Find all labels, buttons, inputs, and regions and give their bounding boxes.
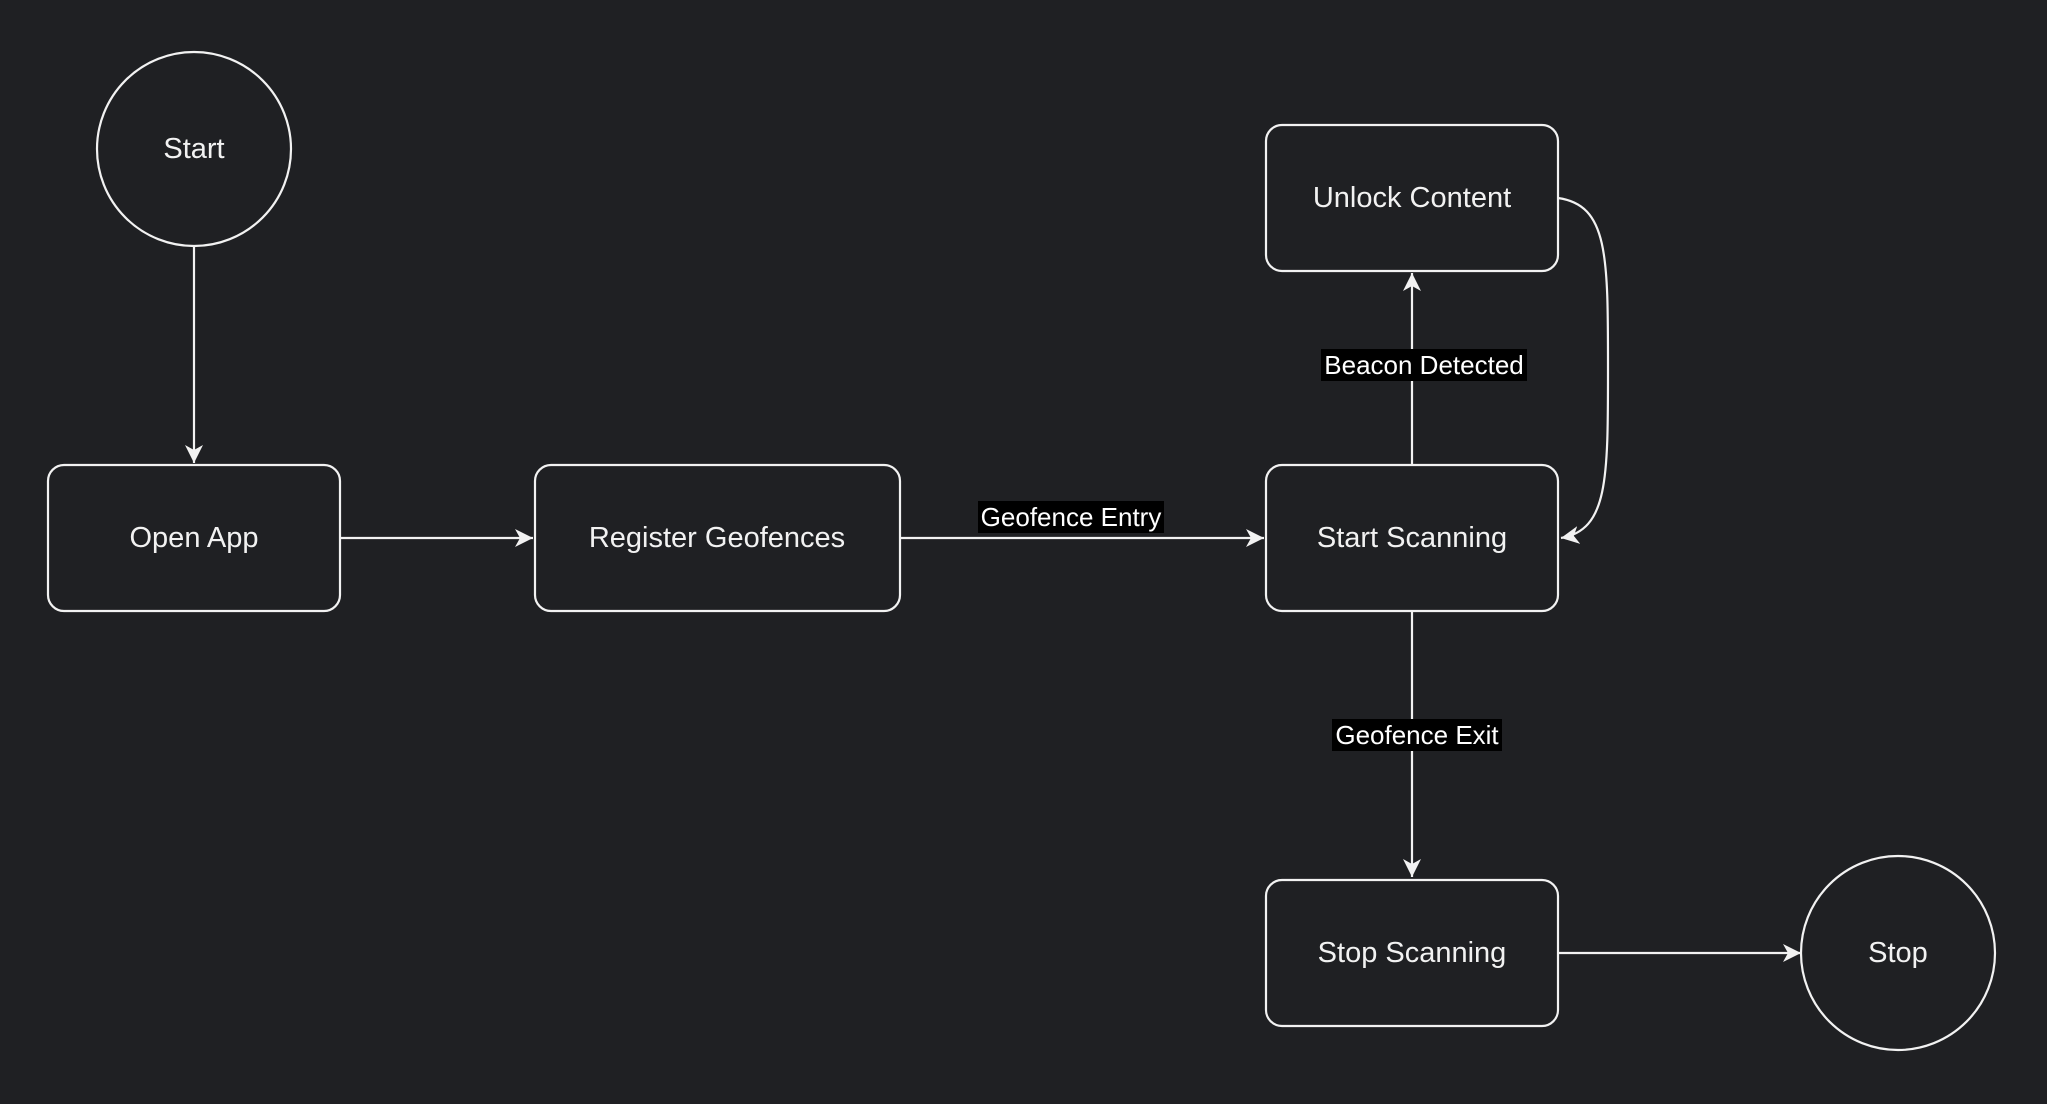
stop-node[interactable] — [1799, 854, 1997, 1052]
start-scanning-node[interactable] — [1264, 463, 1560, 613]
register-geofences-node-label: Register Geofences — [589, 522, 845, 554]
edge-label-beacon-detected-text: Beacon Detected — [1324, 350, 1523, 380]
start-node[interactable] — [95, 50, 293, 248]
edge-label-geofence-entry: Geofence Entry — [978, 501, 1164, 533]
start-scanning-node-label: Start Scanning — [1317, 522, 1507, 554]
open-app-node[interactable] — [46, 463, 342, 613]
edge-label-geofence-exit: Geofence Exit — [1332, 719, 1502, 751]
stop-scanning-node[interactable] — [1264, 878, 1560, 1028]
unlock-content-node-label: Unlock Content — [1313, 182, 1511, 214]
edge-label-beacon-detected: Beacon Detected — [1321, 349, 1527, 381]
start-node-label: Start — [163, 133, 224, 165]
stop-node-label: Stop — [1868, 937, 1928, 969]
edge-label-geofence-exit-text: Geofence Exit — [1335, 720, 1499, 750]
edge-label-geofence-entry-text: Geofence Entry — [981, 502, 1162, 532]
open-app-node-label: Open App — [130, 522, 259, 554]
stop-scanning-node-label: Stop Scanning — [1318, 937, 1507, 969]
edge-unlock-content-to-start-scanning — [1557, 196, 1610, 544]
unlock-content-node[interactable] — [1264, 123, 1560, 273]
register-geofences-node[interactable] — [533, 463, 902, 613]
